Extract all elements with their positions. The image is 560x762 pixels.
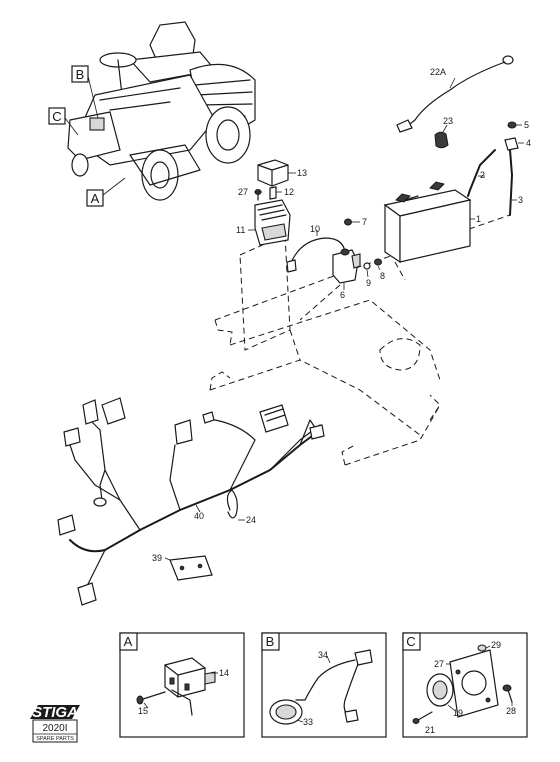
- detail-a-panel: A: [119, 632, 245, 738]
- label-33: 33: [303, 717, 313, 727]
- label-27: 27: [238, 187, 248, 197]
- fuse-parts: [254, 186, 282, 201]
- callout-view-c: C: [48, 107, 79, 136]
- callout-b-label: B: [76, 67, 85, 82]
- label-12: 12: [284, 187, 294, 197]
- label-22a: 22A: [430, 67, 446, 77]
- label-23: 23: [443, 116, 453, 126]
- callout-c-label: C: [52, 109, 61, 124]
- logo-brand: STIGA: [32, 704, 78, 721]
- battery-rod: [509, 149, 517, 216]
- relay-13: [257, 159, 296, 187]
- label-9: 9: [366, 278, 371, 288]
- label-8: 8: [380, 271, 385, 281]
- detail-a-letter: A: [124, 634, 133, 649]
- label-39: 39: [152, 553, 162, 563]
- logo-code: 2020I: [42, 723, 67, 734]
- bracket-39: [164, 555, 213, 581]
- label-7: 7: [362, 217, 367, 227]
- label-34: 34: [318, 650, 328, 660]
- fuse-block: [248, 199, 291, 246]
- label-21: 21: [425, 725, 435, 735]
- wiring-harness: [57, 397, 325, 606]
- stiga-logo: STIGA 2020I SPARE PARTS: [30, 704, 80, 743]
- label-13: 13: [297, 168, 307, 178]
- detail-b-letter: B: [266, 634, 275, 649]
- tractor-overview: [67, 21, 256, 201]
- label-10: 10: [310, 224, 320, 234]
- cable-tie: [226, 489, 245, 521]
- detail-b-panel: B: [261, 632, 387, 738]
- label-6: 6: [340, 290, 345, 300]
- battery-strap: [467, 149, 496, 197]
- chassis-frame: [209, 214, 511, 466]
- label-11: 11: [236, 225, 245, 235]
- label-3: 3: [518, 195, 523, 205]
- label-29: 29: [491, 640, 501, 650]
- label-2: 2: [480, 170, 485, 180]
- label-15: 15: [138, 706, 148, 716]
- battery: [383, 181, 472, 264]
- label-28: 28: [506, 706, 516, 716]
- label-19: 19: [453, 708, 463, 718]
- callout-view-a: A: [86, 177, 126, 207]
- starter-relay: [286, 230, 361, 290]
- label-24: 24: [246, 515, 256, 525]
- callout-a-label: A: [91, 191, 100, 206]
- label-14: 14: [219, 668, 229, 678]
- logo-subtitle: SPARE PARTS: [36, 736, 74, 742]
- battery-cable: [396, 55, 514, 133]
- relay-fasteners: [344, 218, 382, 278]
- terminal-cover: [434, 124, 449, 149]
- detail-c-letter: C: [406, 634, 415, 649]
- fastener-4-5: [504, 121, 524, 151]
- label-1: 1: [476, 214, 481, 224]
- label-4: 4: [526, 138, 531, 148]
- label-27c: 27: [434, 659, 444, 669]
- label-5: 5: [524, 120, 529, 130]
- callout-view-b: B: [71, 65, 99, 119]
- label-40: 40: [194, 511, 204, 521]
- detail-c-panel: C: [402, 632, 528, 738]
